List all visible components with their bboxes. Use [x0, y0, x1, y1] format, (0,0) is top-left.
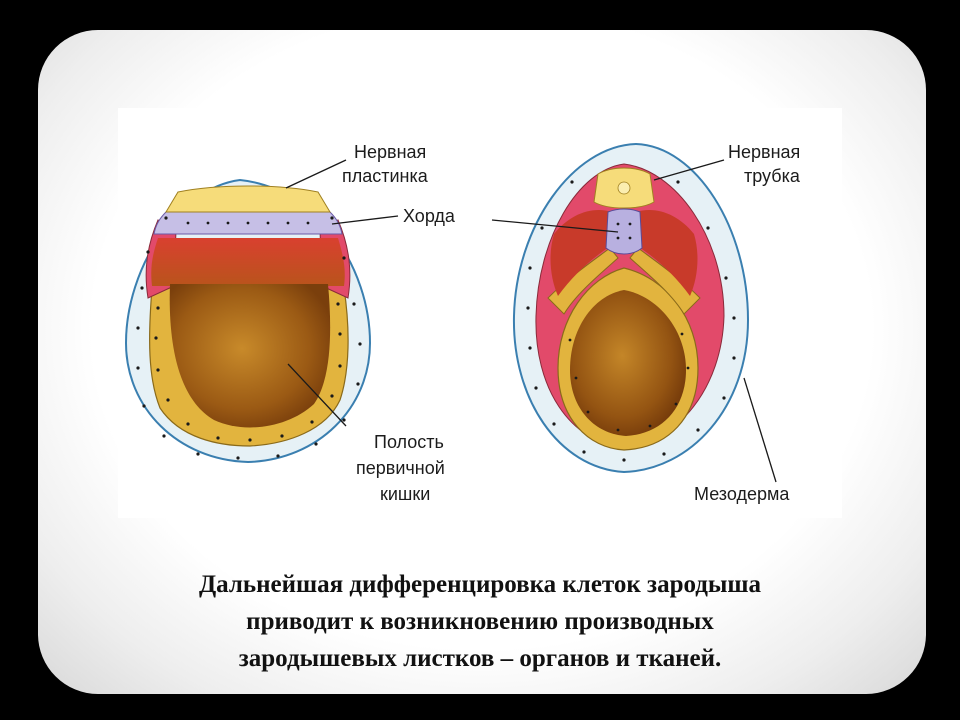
caption-line: зародышевых листков – органов и тканей.	[238, 645, 722, 672]
right-mesoderm-cavity-right	[634, 210, 698, 296]
right-embryo	[512, 142, 750, 474]
right-gut-cavity	[570, 290, 686, 436]
label-chord: Хорда	[403, 206, 456, 226]
left-red-band	[151, 238, 345, 286]
left-gut-cavity	[169, 284, 331, 428]
left-cell-nuclei	[136, 216, 362, 460]
leader-mesoderm	[743, 377, 777, 483]
right-chord	[605, 208, 643, 255]
right-cell-nuclei	[526, 180, 736, 462]
label-neural-plate: Нервная пластинка	[342, 142, 431, 186]
leader-neural-tube	[653, 159, 725, 181]
leader-neural-plate	[285, 159, 347, 189]
embryo-diagram: Нервная пластинка Хорда Нервная трубка П…	[118, 108, 842, 518]
label-gut-cavity: Полость первичной кишки	[356, 432, 450, 504]
leader-gut-cavity	[287, 363, 347, 427]
leader-chord-right	[491, 219, 619, 233]
left-embryo	[124, 178, 372, 464]
caption-line: Дальнейшая дифференцировка клеток зароды…	[198, 571, 762, 598]
leader-chord-left	[331, 215, 399, 225]
slide-caption: Дальнейшая дифференцировка клеток зароды…	[60, 566, 900, 677]
leader-lines	[285, 159, 777, 483]
left-neural-plate	[165, 185, 331, 213]
label-mesoderm: Мезодерма	[694, 484, 790, 504]
right-mesoderm-cavity-left	[550, 210, 614, 296]
label-neural-tube: Нервная трубка	[728, 142, 805, 186]
caption-line: приводит к возникновению производных	[246, 608, 714, 635]
